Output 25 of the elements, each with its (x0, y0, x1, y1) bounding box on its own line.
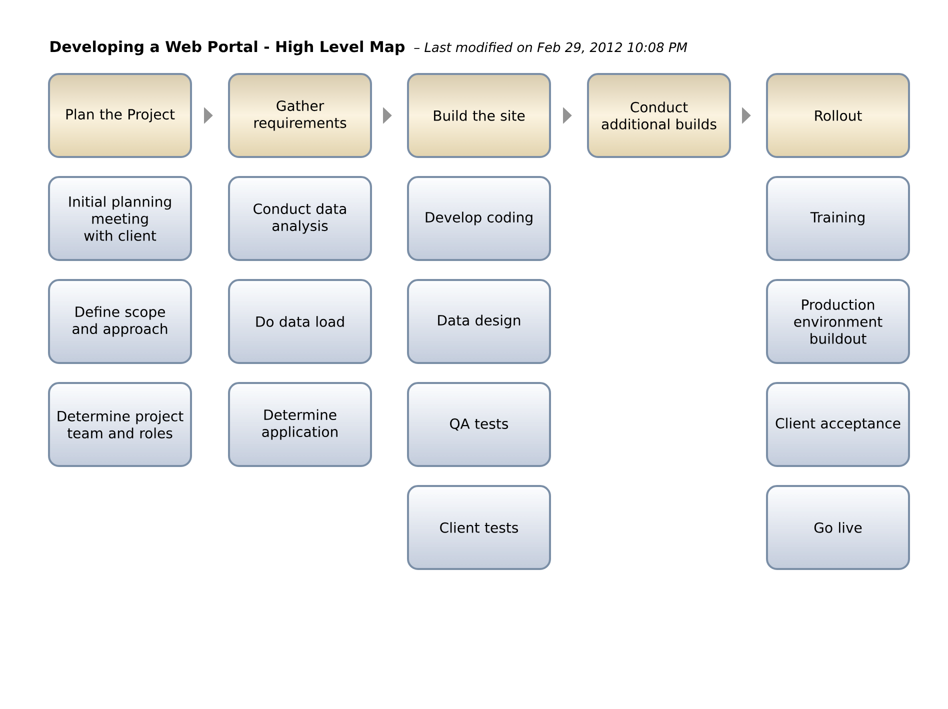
task-box: QA tests (407, 382, 551, 467)
phase-box: Conduct additional builds (587, 73, 731, 158)
task-box: Client acceptance (766, 382, 910, 467)
task-box: Production environment buildout (766, 279, 910, 364)
task-box: Data design (407, 279, 551, 364)
task-box: Define scope and approach (48, 279, 192, 364)
task-box: Do data load (228, 279, 372, 364)
phase-box: Gather requirements (228, 73, 372, 158)
modified-note: – Last modified on Feb 29, 2012 10:08 PM (414, 42, 688, 54)
task-box: Determine project team and roles (48, 382, 192, 467)
task-box: Client tests (407, 485, 551, 570)
task-box: Develop coding (407, 176, 551, 261)
arrow (382, 107, 392, 124)
task-box: Conduct data analysis (228, 176, 372, 261)
phase-box: Rollout (766, 73, 910, 158)
task-box: Determine application (228, 382, 372, 467)
task-box: Training (766, 176, 910, 261)
task-box: Go live (766, 485, 910, 570)
task-box: Initial planning meeting with client (48, 176, 192, 261)
phase-box: Plan the Project (48, 73, 192, 158)
phase-box: Build the site (407, 73, 551, 158)
title: Developing a Web Portal - High Level Map (50, 40, 405, 56)
arrow (742, 107, 751, 124)
arrow (204, 107, 213, 124)
arrow (562, 107, 572, 124)
